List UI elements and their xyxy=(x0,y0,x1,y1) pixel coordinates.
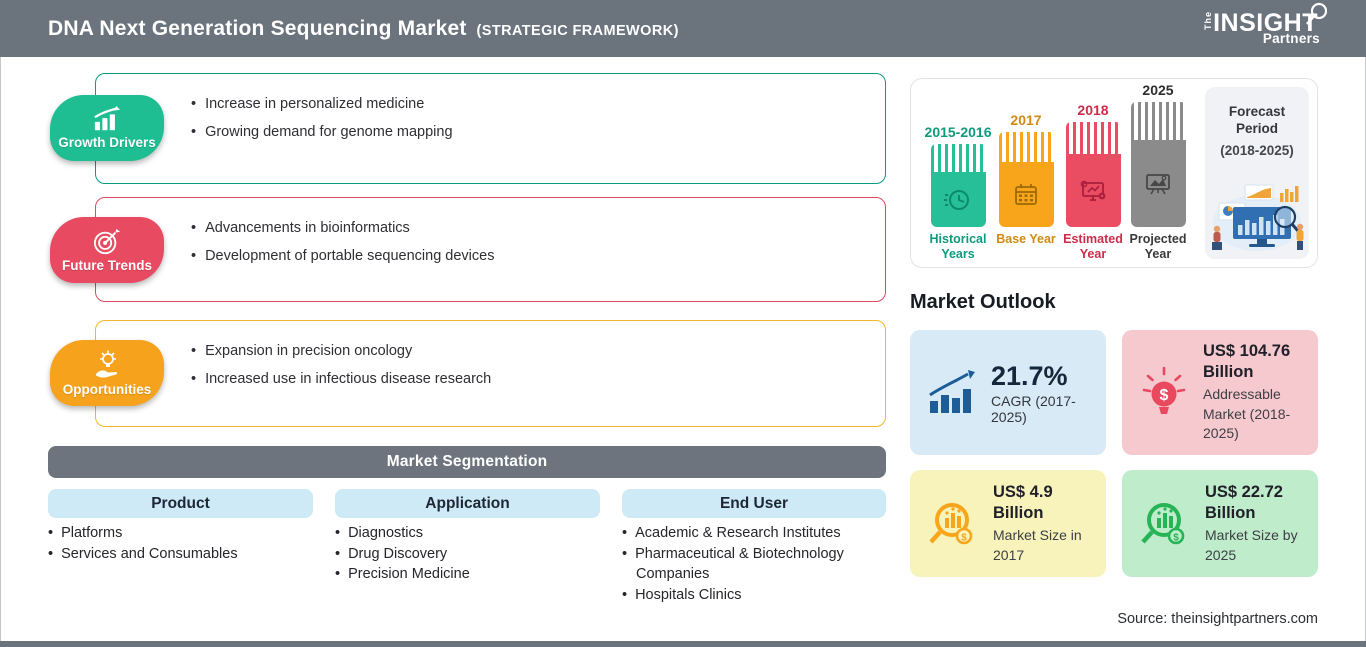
addressable-market-label: Addressable Market (2018-2025) xyxy=(1203,386,1291,442)
timeline-col-base: 2017 Base Year xyxy=(995,79,1057,263)
list-item: Precision Medicine xyxy=(335,564,605,585)
bulb-hand-icon xyxy=(96,350,118,378)
list-item: Diagnostics xyxy=(335,523,605,544)
svg-text:$: $ xyxy=(1160,387,1169,404)
market-size-2025-value: US$ 22.72 Billion xyxy=(1205,483,1283,522)
market-segmentation-bar: Market Segmentation xyxy=(48,446,886,478)
year-label: 2025 xyxy=(1142,82,1174,98)
opportunities-badge: Opportunities xyxy=(50,340,164,406)
bar-stripes xyxy=(998,132,1054,162)
growth-chart-icon xyxy=(929,369,975,413)
market-size-2017-label: Market Size in 2017 xyxy=(993,527,1082,563)
badge-label: Growth Drivers xyxy=(58,135,156,150)
forecast-range: (2018-2025) xyxy=(1220,143,1294,158)
header-bar: DNA Next Generation Sequencing Market (S… xyxy=(0,0,1366,57)
list-item: Drug Discovery xyxy=(335,544,605,565)
list-item: Advancements in bioinformatics xyxy=(191,214,865,242)
list-item: Platforms xyxy=(48,523,318,544)
bar-body xyxy=(930,172,986,227)
list-item: Increased use in infectious disease rese… xyxy=(191,365,865,393)
magnifier-chart-icon: $ xyxy=(929,502,973,544)
bar-stripes xyxy=(930,144,986,172)
brand-logo: The INSIGHT Partners xyxy=(1203,2,1336,46)
list-item: Pharmaceutical & Biotechnology Companies xyxy=(622,544,890,585)
opportunities-bullets: Expansion in precision oncologyIncreased… xyxy=(96,321,885,393)
bar-label: Historical Years xyxy=(929,232,987,261)
monitor-gear-icon xyxy=(1080,180,1106,201)
badge-label: Future Trends xyxy=(61,257,152,273)
logo-partners-text: Partners xyxy=(1262,30,1320,46)
addressable-market-card: $ US$ 104.76 Billion Addressable Market … xyxy=(1122,330,1318,455)
bar-label: Projected Year xyxy=(1129,232,1187,261)
growth-drivers-box: Increase in personalized medicineGrowing… xyxy=(95,73,886,184)
clock-icon xyxy=(944,189,969,210)
left-border xyxy=(0,57,1,647)
year-label: 2017 xyxy=(1010,112,1042,128)
magnifier-icon xyxy=(1306,2,1328,25)
bar-chart-growth-icon xyxy=(94,106,121,131)
timeline-card: 2015-2016 Historical Years 2017 xyxy=(910,78,1318,268)
forecast-period-panel: Forecast Period (2018-2025) xyxy=(1205,87,1309,259)
forecast-line1: Forecast xyxy=(1228,104,1286,119)
logo-insight-text: INSIGHT xyxy=(1213,8,1318,37)
cagr-label: CAGR (2017-2025) xyxy=(991,392,1076,425)
market-size-2017-card: $ US$ 4.9 Billion Market Size in 2017 xyxy=(910,470,1106,577)
calendar-icon xyxy=(1015,183,1037,205)
bar-stripes xyxy=(1065,122,1121,154)
svg-text:$: $ xyxy=(1173,532,1179,543)
bar-body xyxy=(1130,140,1186,227)
badge-label: Opportunities xyxy=(62,381,152,397)
bar-label: Base Year xyxy=(996,232,1056,246)
segment-header-application: Application xyxy=(335,489,600,518)
growth-drivers-bullets: Increase in personalized medicineGrowing… xyxy=(96,74,885,146)
bar-stripes xyxy=(1130,102,1186,140)
list-item: Expansion in precision oncology xyxy=(191,337,865,365)
list-item: Increase in personalized medicine xyxy=(191,90,865,118)
title-subtitle: (STRATEGIC FRAMEWORK) xyxy=(476,22,679,39)
bar-label: Estimated Year xyxy=(1063,232,1123,261)
segment-header-enduser: End User xyxy=(622,489,886,518)
segment-list-application: DiagnosticsDrug DiscoveryPrecision Medic… xyxy=(335,523,605,585)
timeline-col-estimated: 2018 Estimated Year xyxy=(1062,79,1124,263)
title-text: DNA Next Generation Sequencing Market xyxy=(48,16,467,40)
segment-header-product: Product xyxy=(48,489,313,518)
list-item: Academic & Research Institutes xyxy=(622,523,890,544)
year-label: 2018 xyxy=(1077,102,1109,118)
timeline-col-historical: 2015-2016 Historical Years xyxy=(924,79,992,263)
future-trends-badge: Future Trends xyxy=(50,217,164,283)
page-title: DNA Next Generation Sequencing Market (S… xyxy=(48,17,679,41)
forecast-line2: Period xyxy=(1235,121,1278,136)
logo-the-text: The xyxy=(1203,10,1214,30)
segment-list-product: PlatformsServices and Consumables xyxy=(48,523,318,564)
cagr-card: 21.7% CAGR (2017-2025) xyxy=(910,330,1106,455)
bulb-dollar-icon: $ xyxy=(1142,366,1186,414)
segment-list-enduser: Academic & Research InstitutesPharmaceut… xyxy=(622,523,890,605)
growth-drivers-badge: Growth Drivers xyxy=(50,95,164,161)
logo-row: The INSIGHT xyxy=(1203,2,1330,37)
analytics-illustration xyxy=(1212,184,1304,251)
bar-body xyxy=(1065,154,1121,227)
opportunities-box: Expansion in precision oncologyIncreased… xyxy=(95,320,886,427)
list-item: Development of portable sequencing devic… xyxy=(191,242,865,270)
list-item: Hospitals Clinics xyxy=(622,585,890,606)
market-outlook-title: Market Outlook xyxy=(910,291,1056,313)
bar-body xyxy=(998,162,1054,227)
timeline-col-projected: 2025 Projected Year xyxy=(1127,79,1189,263)
year-label: 2015-2016 xyxy=(924,124,992,140)
target-icon xyxy=(93,228,121,254)
list-item: Growing demand for genome mapping xyxy=(191,118,865,146)
list-item: Services and Consumables xyxy=(48,544,318,565)
magnifier-chart-icon: $ xyxy=(1141,502,1185,544)
addressable-market-value: US$ 104.76 Billion xyxy=(1203,342,1291,382)
bottom-border-strip xyxy=(0,641,1366,647)
future-trends-bullets: Advancements in bioinformaticsDevelopmen… xyxy=(96,198,885,270)
presentation-icon xyxy=(1146,173,1170,194)
cagr-value: 21.7% xyxy=(991,360,1068,391)
source-attribution: Source: theinsightpartners.com xyxy=(1117,611,1318,627)
market-size-2025-card: $ US$ 22.72 Billion Market Size by 2025 xyxy=(1122,470,1318,577)
market-size-2017-value: US$ 4.9 Billion xyxy=(993,483,1053,522)
market-size-2025-label: Market Size by 2025 xyxy=(1205,527,1298,563)
future-trends-box: Advancements in bioinformaticsDevelopmen… xyxy=(95,197,886,302)
svg-text:$: $ xyxy=(961,532,967,543)
